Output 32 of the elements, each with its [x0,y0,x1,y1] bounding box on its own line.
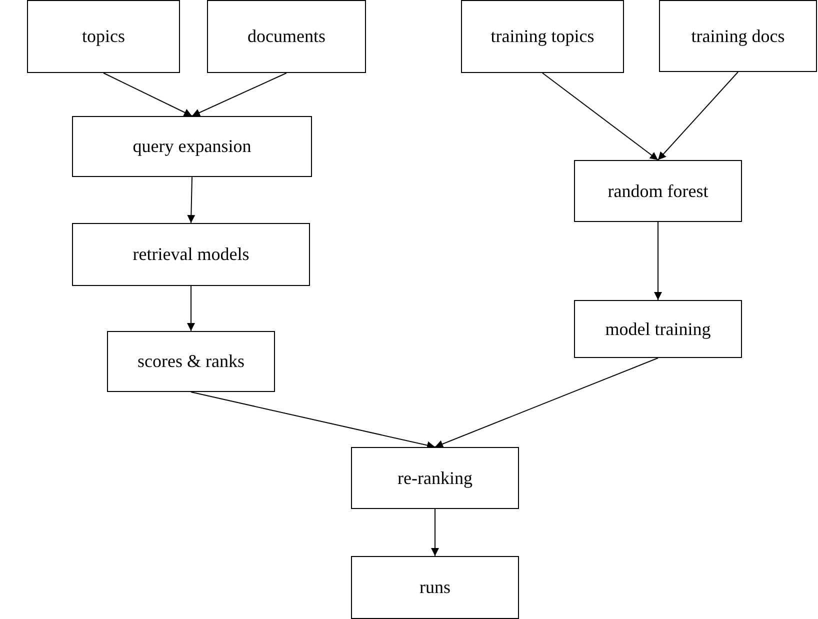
box-label: topics [82,26,125,47]
box-label: retrieval models [132,244,250,265]
box-label: documents [248,26,326,47]
arrow [190,392,436,450]
arrow [434,358,658,448]
process-box [72,223,310,286]
process-box [27,0,180,73]
arrow [654,222,662,300]
arrow [658,72,738,160]
process-box [461,0,624,73]
process-box [107,331,275,392]
box-label: training docs [691,26,785,46]
box-label: training topics [490,26,594,47]
process-box [351,556,519,619]
arrow [103,72,192,116]
arrow [192,72,287,116]
arrow [187,176,196,224]
box-label: random forest [608,180,708,202]
arrow [431,508,439,556]
box-label: query expansion [132,136,252,157]
box-label: model training [605,318,711,340]
process-box [351,447,519,509]
arrow [542,72,658,160]
process-box [659,0,817,72]
arrow [187,286,195,332]
box-label: scores & ranks [138,351,244,372]
box-label: re-ranking [398,468,472,488]
process-box [207,0,366,73]
process-box [574,160,742,222]
box-label: runs [420,577,450,598]
process-box [574,300,742,358]
process-box [72,116,312,177]
